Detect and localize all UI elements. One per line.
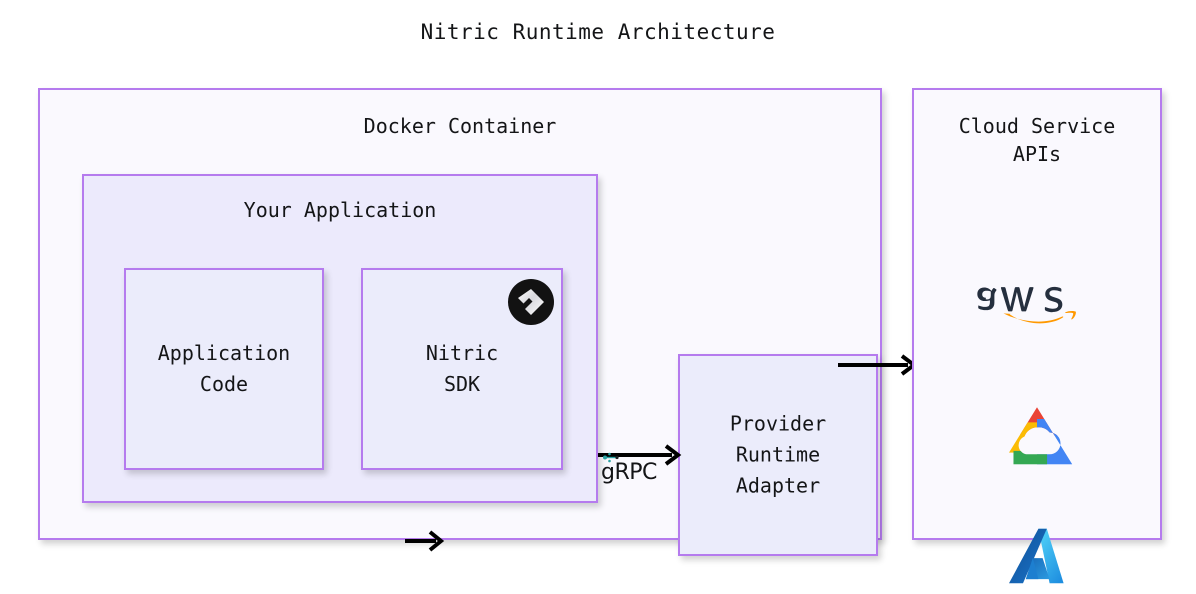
provider-runtime-adapter-box: Provider Runtime Adapter: [678, 354, 878, 556]
arrow-right-icon: [405, 530, 445, 552]
docker-container-label: Docker Container: [363, 114, 557, 138]
nitric-sdk-box: Nitric SDK: [361, 268, 563, 470]
provider-runtime-adapter-label: Provider Runtime Adapter: [729, 411, 827, 498]
application-code-box: Application Code: [124, 268, 324, 470]
application-code-label: Application Code: [157, 341, 291, 396]
arrow-right-icon: [838, 354, 918, 376]
grpc-connection-label: gRPC: [601, 460, 657, 485]
nitric-sdk-label: Nitric SDK: [425, 341, 499, 396]
your-application-label: Your Application: [243, 198, 437, 222]
azure-logo-icon: [1009, 528, 1064, 584]
aws-logo-icon: [977, 286, 1076, 324]
nitric-logo-icon: [508, 279, 554, 325]
page-title: Nitric Runtime Architecture: [420, 20, 776, 44]
grpc-logo-icon: [603, 452, 619, 463]
cloud-service-apis-box: Cloud Service APIs: [912, 88, 1162, 584]
cloud-service-apis-label: Cloud Service APIs: [958, 114, 1116, 166]
your-application-box: Your Application Application Code Nitric…: [82, 174, 598, 552]
google-cloud-logo-icon: [1001, 407, 1073, 465]
docker-container-box: Docker Container Your Application Applic…: [38, 88, 882, 556]
arrow-right-icon: [598, 444, 682, 466]
